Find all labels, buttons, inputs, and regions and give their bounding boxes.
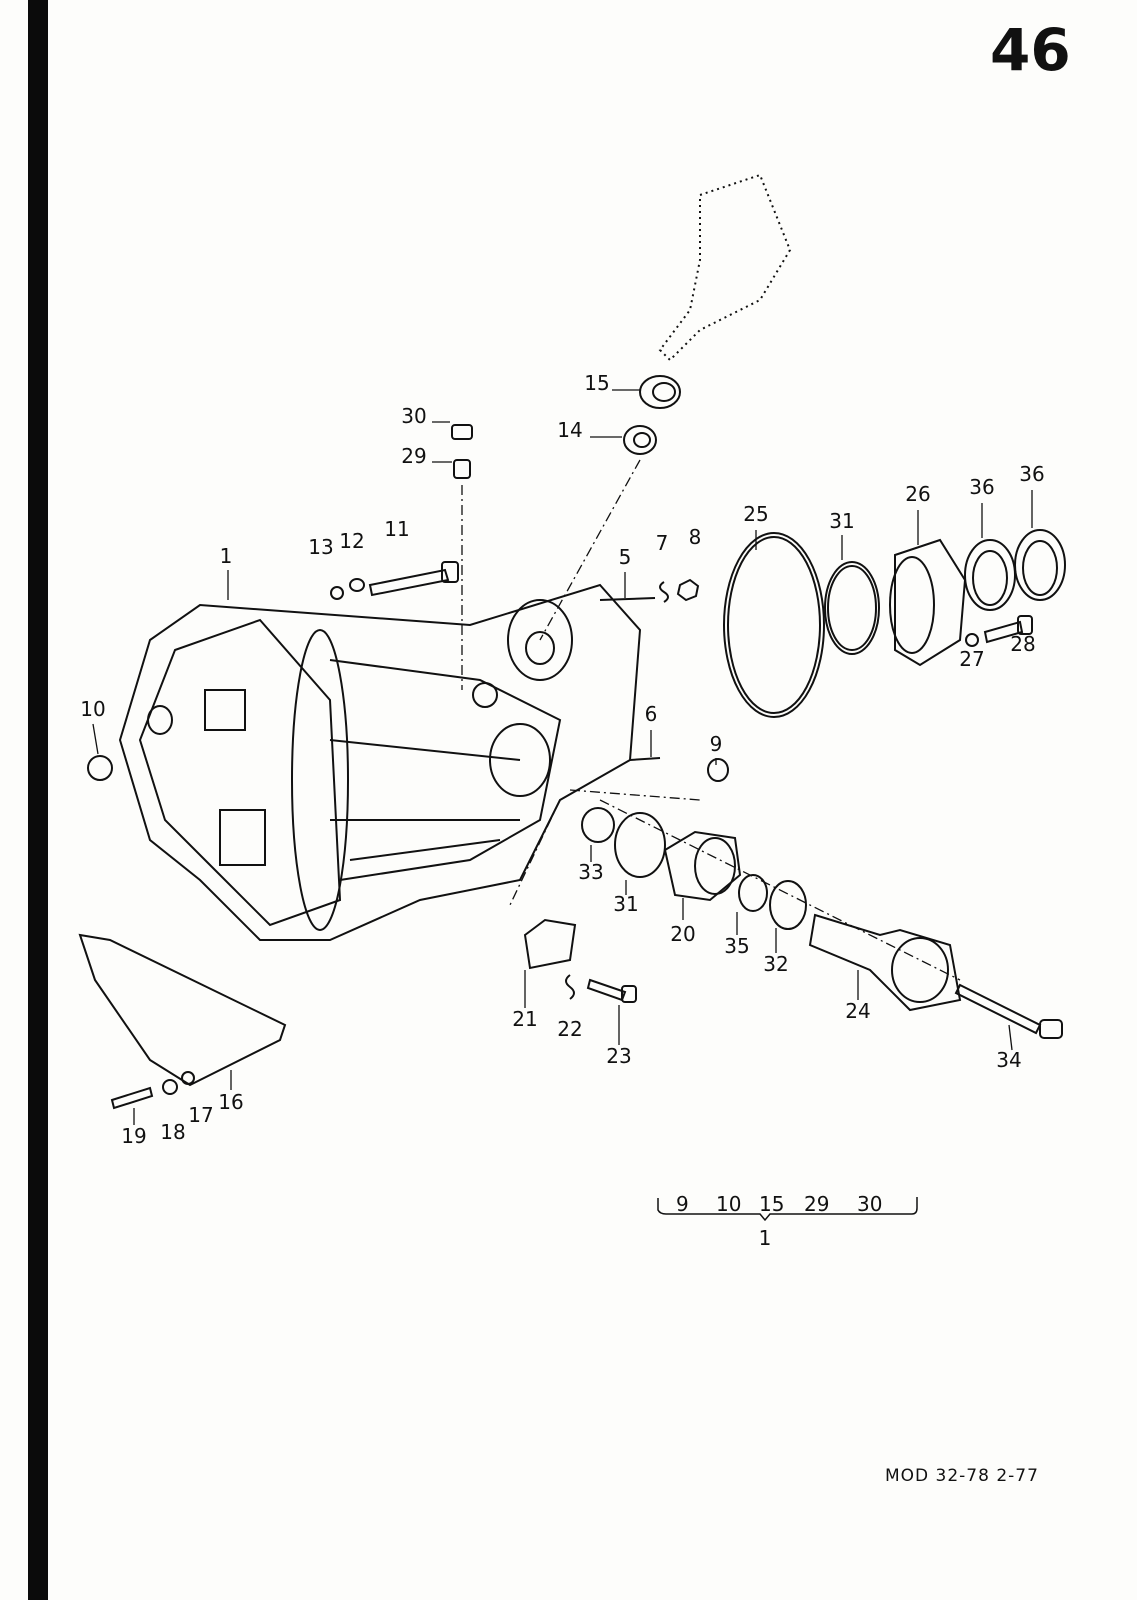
callout-31: 31 (829, 509, 855, 533)
assembly-axis-lines (461, 459, 961, 981)
callout-13: 13 (308, 535, 334, 559)
callout-24: 24 (845, 999, 871, 1023)
callout-31: 31 (613, 892, 639, 916)
callout-19: 19 (121, 1124, 147, 1148)
kit-item: 15 (759, 1192, 785, 1216)
callout-6: 6 (644, 702, 658, 726)
callout-12: 12 (339, 529, 365, 553)
callout-17: 17 (188, 1103, 214, 1127)
footer-model-code: MOD 32-78 2-77 (885, 1466, 1039, 1486)
kit-item: 29 (804, 1192, 830, 1216)
callout-22: 22 (557, 1017, 583, 1041)
callout-29: 29 (401, 444, 427, 468)
callout-30: 30 (401, 404, 427, 428)
kit-item: 10 (716, 1192, 742, 1216)
kit-item: 9 (676, 1192, 689, 1216)
callout-27: 27 (959, 647, 985, 671)
page-number: 46 (990, 16, 1071, 84)
callout-1: 1 (219, 544, 233, 568)
callout-28: 28 (1010, 632, 1036, 656)
callout-32: 32 (763, 952, 789, 976)
callout-36: 36 (1019, 462, 1045, 486)
callout-5: 5 (618, 545, 632, 569)
callout-20: 20 (670, 922, 696, 946)
callout-15: 15 (584, 371, 610, 395)
callout-leaders (92, 389, 1033, 1125)
callout-26: 26 (905, 482, 931, 506)
callout-16: 16 (218, 1090, 244, 1114)
callout-8: 8 (688, 525, 702, 549)
callout-11: 11 (384, 517, 410, 541)
callout-25: 25 (743, 502, 769, 526)
small-parts (78, 375, 1066, 1110)
callout-23: 23 (606, 1044, 632, 1068)
kit-bracket (657, 1197, 918, 1222)
scan-edge-bar (28, 0, 48, 1600)
callout-36: 36 (969, 475, 995, 499)
kit-item: 30 (857, 1192, 883, 1216)
callout-10: 10 (80, 697, 106, 721)
callout-18: 18 (160, 1120, 186, 1144)
callout-7: 7 (655, 531, 669, 555)
transmission-housing (118, 583, 642, 941)
callout-9: 9 (709, 732, 723, 756)
callout-34: 34 (996, 1048, 1022, 1072)
callout-33: 33 (578, 860, 604, 884)
callout-14: 14 (557, 418, 583, 442)
kit-parent: 1 (758, 1226, 772, 1250)
callout-35: 35 (724, 934, 750, 958)
callout-21: 21 (512, 1007, 538, 1031)
input-shaft-dotted (658, 173, 792, 362)
